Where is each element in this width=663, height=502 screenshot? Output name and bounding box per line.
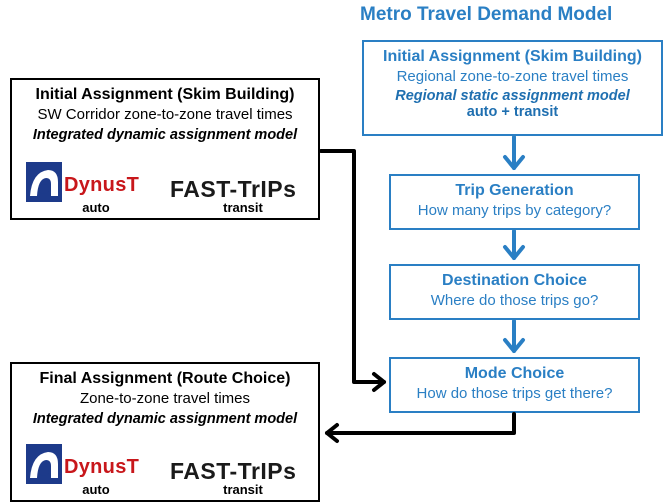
dynust-logo: DynusT	[26, 162, 151, 202]
dynust-logo-mark-icon	[26, 162, 62, 202]
auto-caption: auto	[82, 200, 110, 215]
sw-initial-assignment-box: Initial Assignment (Skim Building) SW Co…	[10, 78, 320, 220]
sw-final-assignment-heading: Final Assignment (Route Choice)	[39, 370, 291, 387]
arrow-initial-to-trip-generation-head	[503, 155, 525, 170]
metro-initial-assignment-heading: Initial Assignment (Skim Building)	[383, 48, 642, 65]
dynust-logo-text: DynusT	[64, 174, 140, 196]
metro-initial-assignment-model: Regional static assignment model	[395, 88, 630, 104]
fast-trips-logo: FAST-TrIPs	[170, 458, 297, 484]
dynust-logo: DynusT	[26, 444, 151, 484]
arrow-sw-initial-to-mode-choice	[319, 149, 386, 384]
metro-initial-assignment-box: Initial Assignment (Skim Building) Regio…	[362, 40, 663, 136]
transit-caption: transit	[223, 482, 263, 497]
fast-trips-logo: FAST-TrIPs	[170, 176, 297, 202]
dynust-logo-mark-icon	[26, 444, 62, 484]
mode-choice-heading: Mode Choice	[464, 365, 565, 382]
sw-initial-assignment-heading: Initial Assignment (Skim Building)	[35, 86, 295, 103]
arrow-mode-choice-to-final-assignment	[325, 412, 516, 435]
metro-initial-assignment-modes: auto + transit	[466, 104, 559, 120]
mode-choice-subtitle: How do those trips get there?	[416, 385, 613, 402]
dynust-logo-text: DynusT	[64, 456, 140, 478]
mode-choice-box: Mode Choice How do those trips get there…	[389, 357, 640, 413]
trip-generation-subtitle: How many trips by category?	[417, 202, 612, 219]
arrow-trip-generation-to-destination-head	[503, 245, 525, 260]
destination-choice-box: Destination Choice Where do those trips …	[389, 264, 640, 320]
trip-generation-box: Trip Generation How many trips by catego…	[389, 174, 640, 230]
destination-choice-subtitle: Where do those trips go?	[430, 292, 599, 309]
destination-choice-heading: Destination Choice	[442, 272, 587, 289]
metro-initial-assignment-subtitle: Regional zone-to-zone travel times	[396, 68, 629, 85]
sw-final-assignment-box: Final Assignment (Route Choice) Zone-to-…	[10, 362, 320, 502]
sw-initial-assignment-subtitle: SW Corridor zone-to-zone travel times	[37, 106, 293, 123]
arrow-sw-initial-to-mode-choice-head	[372, 372, 386, 392]
sw-initial-assignment-model: Integrated dynamic assignment model	[32, 127, 298, 143]
transit-caption: transit	[223, 200, 263, 215]
arrow-destination-to-mode-choice-head	[503, 338, 525, 353]
sw-final-assignment-model: Integrated dynamic assignment model	[32, 411, 298, 427]
sw-final-assignment-subtitle: Zone-to-zone travel times	[79, 390, 251, 407]
auto-caption: auto	[82, 482, 110, 497]
trip-generation-heading: Trip Generation	[455, 182, 574, 199]
arrow-mode-choice-to-final-assignment-head	[325, 423, 339, 443]
diagram-title: Metro Travel Demand Model	[360, 4, 613, 25]
metro-flow-arrows	[503, 135, 525, 353]
corridor-flow-arrows	[319, 149, 516, 443]
